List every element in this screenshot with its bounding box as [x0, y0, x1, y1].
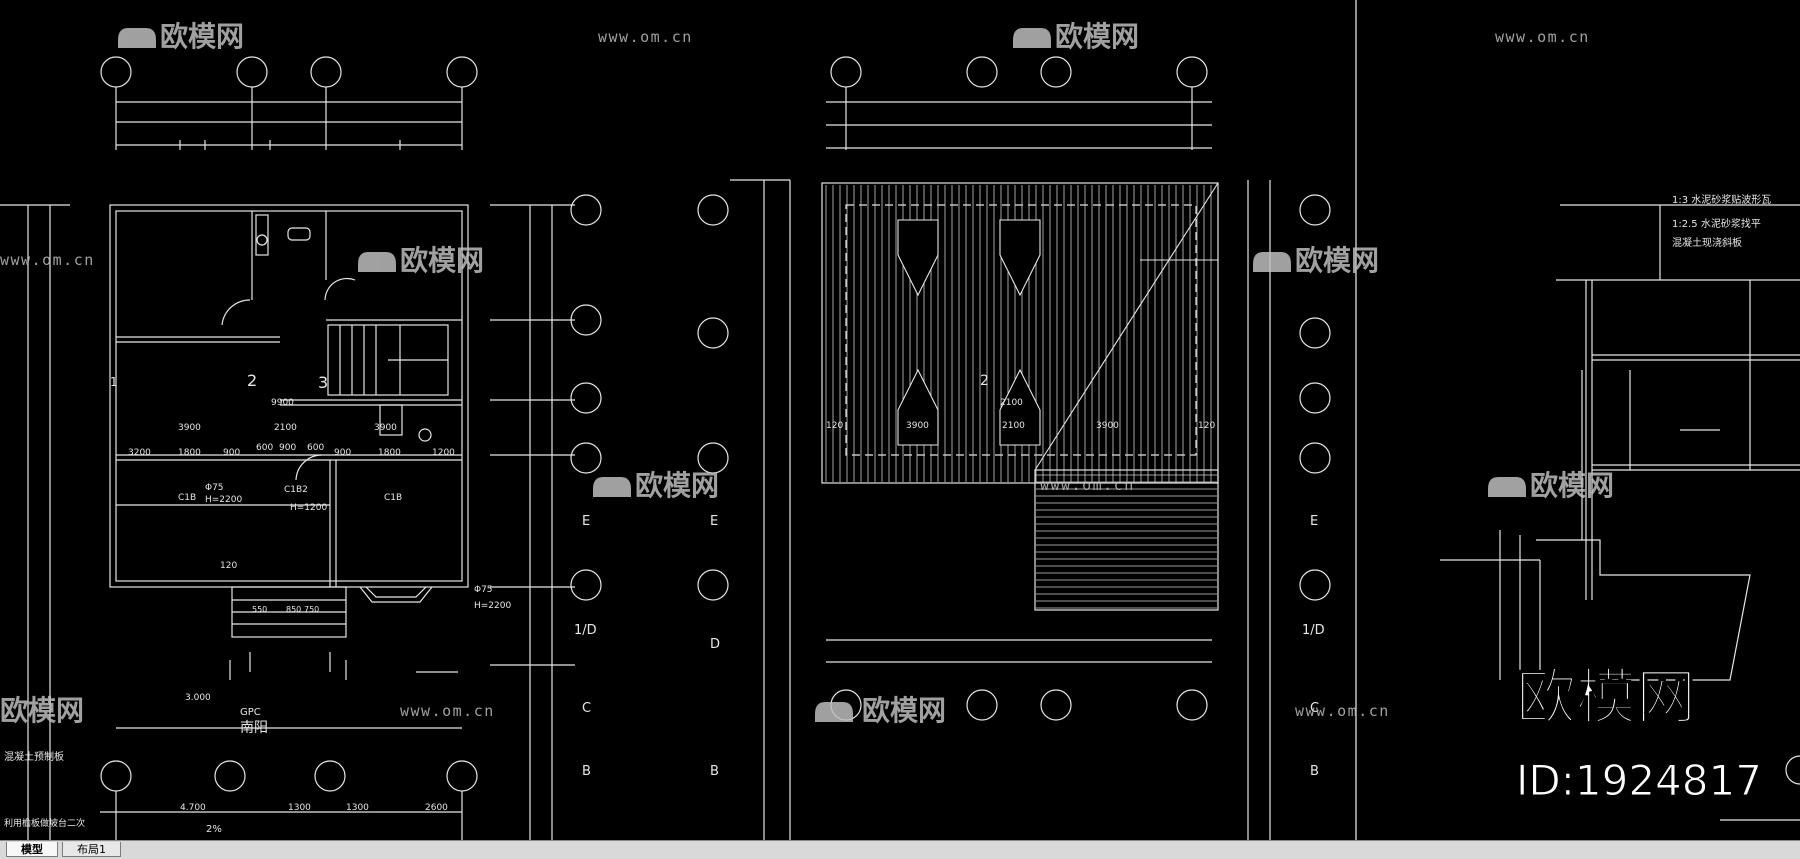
roof-plan-shapes: [897, 182, 1219, 471]
svg-text:B: B: [710, 764, 719, 779]
svg-text:1/D: 1/D: [1302, 623, 1325, 638]
watermark-logo-icon: [1013, 28, 1051, 48]
svg-text:C1B: C1B: [178, 493, 196, 503]
svg-text:C1B: C1B: [384, 493, 402, 503]
svg-text:南阳: 南阳: [240, 720, 268, 736]
svg-text:H=2200: H=2200: [474, 601, 511, 611]
svg-text:1: 1: [110, 375, 118, 389]
svg-text:2%: 2%: [206, 824, 222, 835]
svg-text:www.om.cn: www.om.cn: [400, 702, 495, 720]
svg-text:600: 600: [256, 443, 273, 453]
watermark-id-block: 欧模网 ID:1924817: [1515, 662, 1762, 805]
svg-text:9900: 9900: [271, 398, 294, 408]
svg-text:750: 750: [304, 605, 319, 614]
svg-text:1800: 1800: [178, 448, 201, 458]
svg-text:1800: 1800: [378, 448, 401, 458]
svg-text:1/D: 1/D: [574, 623, 597, 638]
svg-text:D: D: [710, 637, 720, 652]
svg-text:Φ75: Φ75: [205, 483, 224, 493]
svg-text:GPC: GPC: [240, 707, 261, 718]
watermark-logo-icon: [815, 702, 853, 722]
svg-text:550: 550: [252, 605, 267, 614]
svg-text:B: B: [1310, 764, 1319, 779]
svg-text:E: E: [710, 514, 718, 529]
layout-tab-bar: 模型 布局1: [0, 840, 1800, 859]
svg-text:www.om.cn: www.om.cn: [598, 28, 693, 46]
svg-text:2600: 2600: [425, 803, 448, 813]
watermark-layer: 欧模网 欧模网 欧模网 欧模网 欧模网 欧模网 欧模网 欧模网 www.om.c…: [0, 20, 1614, 727]
tab-model[interactable]: 模型: [6, 842, 58, 857]
svg-text:1200: 1200: [432, 448, 455, 458]
svg-text:混凝土预制板: 混凝土预制板: [4, 750, 64, 763]
svg-text:2100: 2100: [1000, 398, 1023, 408]
svg-text:Φ75: Φ75: [474, 585, 493, 595]
svg-text:850: 850: [286, 605, 301, 614]
svg-text:H=2200: H=2200: [205, 495, 242, 505]
floor-plan-left: [0, 56, 602, 840]
svg-text:900: 900: [279, 443, 296, 453]
svg-text:欧模网: 欧模网: [400, 244, 484, 277]
svg-text:600: 600: [307, 443, 324, 453]
svg-text:2: 2: [980, 373, 989, 389]
svg-text:C1B2: C1B2: [284, 485, 308, 495]
svg-text:E: E: [1310, 514, 1318, 529]
svg-text:欧模网: 欧模网: [1055, 20, 1139, 53]
watermark-logo-icon: [1488, 477, 1526, 497]
svg-text:混凝土现浇斜板: 混凝土现浇斜板: [1672, 236, 1742, 249]
svg-text:1:3 水泥砂浆贴波形瓦: 1:3 水泥砂浆贴波形瓦: [1672, 193, 1771, 206]
svg-text:4.700: 4.700: [180, 803, 206, 813]
svg-text:欧模网: 欧模网: [160, 20, 244, 53]
svg-text:1:2.5 水泥砂浆找平: 1:2.5 水泥砂浆找平: [1672, 217, 1761, 230]
svg-text:900: 900: [334, 448, 351, 458]
watermark-logo-icon: [118, 28, 156, 48]
svg-text:120: 120: [826, 421, 843, 431]
svg-text:H=1200: H=1200: [290, 503, 327, 513]
roof-tile-hatching: [825, 185, 1217, 609]
svg-text:E: E: [582, 514, 590, 529]
svg-text:2100: 2100: [1002, 421, 1025, 431]
svg-text:B: B: [582, 764, 591, 779]
svg-text:利用檐板做坡台二次: 利用檐板做坡台二次: [4, 817, 85, 829]
tab-layout1[interactable]: 布局1: [62, 842, 121, 857]
svg-text:C: C: [582, 701, 591, 716]
svg-text:1300: 1300: [346, 803, 369, 813]
svg-text:3200: 3200: [128, 448, 151, 458]
roof-plan-text: 2 3900 2100 3900 120 120 2100: [826, 373, 1215, 431]
svg-text:欧模网: 欧模网: [0, 694, 84, 727]
section-right: [1440, 204, 1800, 821]
svg-text:120: 120: [1198, 421, 1215, 431]
svg-text:3900: 3900: [906, 421, 929, 431]
svg-text:www.om.cn: www.om.cn: [0, 251, 95, 269]
svg-text:3: 3: [318, 373, 328, 392]
svg-text:欧模网: 欧模网: [635, 469, 719, 502]
cad-drawing-canvas[interactable]: 2 3 1 3900 9900 3900 2100 3200 1800 900 …: [0, 0, 1800, 840]
watermark-logo-icon: [1253, 252, 1291, 272]
svg-text:2: 2: [247, 371, 257, 390]
svg-text:ID:1924817: ID:1924817: [1516, 756, 1762, 805]
svg-text:www.om.cn: www.om.cn: [1295, 702, 1390, 720]
watermark-logo-icon: [358, 252, 396, 272]
svg-text:3900: 3900: [374, 423, 397, 433]
section-right-notes: 1:3 水泥砂浆贴波形瓦 1:2.5 水泥砂浆找平 混凝土现浇斜板: [1672, 193, 1771, 249]
axis-labels-left: E 1/D C B: [574, 514, 597, 779]
axis-labels-mid: E D B E 1/D C B: [710, 514, 1325, 779]
svg-text:120: 120: [220, 561, 237, 571]
svg-text:www.om.cn: www.om.cn: [1495, 28, 1590, 46]
svg-text:www.om.cn: www.om.cn: [1040, 476, 1135, 494]
svg-text:欧模网: 欧模网: [1295, 244, 1379, 277]
svg-text:3.000: 3.000: [185, 693, 211, 703]
watermark-logo-icon: [593, 477, 631, 497]
svg-text:欧模网: 欧模网: [862, 694, 946, 727]
svg-text:2100: 2100: [274, 423, 297, 433]
svg-text:3900: 3900: [178, 423, 201, 433]
plan-left-text: 2 3 1 3900 9900 3900 2100 3200 1800 900 …: [4, 371, 511, 835]
svg-text:欧模网: 欧模网: [1530, 469, 1614, 502]
svg-text:900: 900: [223, 448, 240, 458]
roof-plan-middle: [697, 56, 1331, 840]
svg-text:C: C: [1310, 701, 1319, 716]
roof-plan-bottom: [826, 639, 1212, 721]
svg-text:1300: 1300: [288, 803, 311, 813]
svg-text:3900: 3900: [1096, 421, 1119, 431]
svg-text:欧模网: 欧模网: [1516, 663, 1696, 733]
